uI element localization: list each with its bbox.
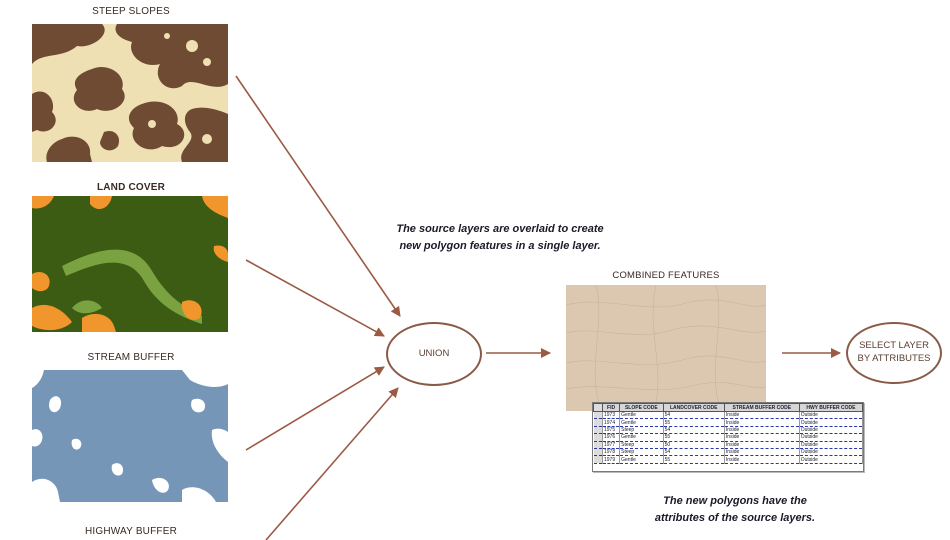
table-cell: Steep bbox=[619, 426, 664, 435]
table-cell: 1974 bbox=[602, 418, 621, 427]
table-cell: 50 bbox=[663, 441, 725, 449]
select-label-line-2: BY ATTRIBUTES bbox=[857, 353, 931, 364]
layer-label-highway-buffer: HIGHWAY BUFFER bbox=[84, 526, 178, 537]
stream-buffer-map bbox=[32, 370, 228, 502]
table-cell: Gentle bbox=[619, 433, 664, 442]
row-selector[interactable] bbox=[593, 441, 603, 449]
column-header-stream-buffer-code[interactable]: STREAM BUFFER CODE bbox=[723, 403, 800, 412]
table-cell: 1978 bbox=[602, 448, 621, 457]
table-cell: 1975 bbox=[602, 426, 621, 435]
table-cell: Inside bbox=[724, 426, 800, 435]
table-cell: Inside bbox=[724, 418, 800, 427]
table-cell: Outside bbox=[799, 433, 864, 442]
attributes-caption-line-1: The new polygons have the bbox=[663, 495, 807, 507]
table-cell: 54 bbox=[663, 411, 725, 420]
table-cell: 54 bbox=[663, 426, 725, 435]
table-corner-cell bbox=[593, 403, 603, 412]
combined-features-map bbox=[566, 285, 766, 411]
overlay-caption-line-2: new polygon features in a single layer. bbox=[399, 239, 601, 252]
arrow-stream-buffer-to-union bbox=[245, 366, 385, 451]
table-cell: Steep bbox=[619, 441, 664, 449]
layer-label-stream-buffer: STREAM BUFFER bbox=[87, 352, 175, 363]
table-cell: 54 bbox=[663, 448, 725, 457]
union-node: UNION bbox=[386, 322, 482, 386]
table-cell: Inside bbox=[724, 441, 800, 449]
attribute-table: FID SLOPE CODE LANDCOVER CODE STREAM BUF… bbox=[592, 402, 864, 472]
steep-slopes-map bbox=[32, 24, 228, 162]
table-cell: 55 bbox=[663, 433, 725, 442]
select-layer-by-attributes-node: SELECT LAYER BY ATTRIBUTES bbox=[846, 322, 942, 384]
table-cell: 1976 bbox=[602, 433, 621, 442]
land-cover-map bbox=[32, 196, 228, 332]
arrow-steep-slopes-to-union bbox=[235, 75, 401, 317]
table-cell: Gentle bbox=[619, 455, 664, 464]
row-selector[interactable] bbox=[593, 448, 603, 457]
table-cell: Inside bbox=[724, 448, 800, 457]
combined-features-label: COMBINED FEATURES bbox=[612, 270, 720, 281]
overlay-caption: The source layers are overlaid to create… bbox=[355, 221, 645, 254]
table-cell: 1979 bbox=[602, 455, 621, 464]
table-cell: Inside bbox=[724, 411, 800, 420]
row-selector[interactable] bbox=[593, 411, 603, 420]
row-selector[interactable] bbox=[593, 426, 603, 435]
column-header-hwy-buffer-code[interactable]: HWY BUFFER CODE bbox=[798, 403, 864, 412]
layer-label-land-cover: LAND COVER bbox=[96, 182, 166, 193]
union-label: UNION bbox=[418, 347, 450, 359]
table-cell: Steep bbox=[619, 448, 664, 457]
table-cell: Gentle bbox=[619, 411, 664, 420]
row-selector[interactable] bbox=[593, 433, 603, 442]
table-cell: Outside bbox=[799, 448, 864, 457]
arrow-land-cover-to-union bbox=[245, 259, 385, 337]
table-cell: Outside bbox=[799, 411, 864, 420]
overlay-caption-line-1: The source layers are overlaid to create bbox=[396, 223, 604, 235]
table-cell: 1977 bbox=[602, 441, 621, 449]
layer-label-steep-slopes: STEEP SLOPES bbox=[92, 6, 170, 17]
attributes-caption-line-2: attributes of the source layers. bbox=[654, 511, 816, 524]
table-cell: 1973 bbox=[602, 411, 621, 420]
table-header-row: FID SLOPE CODE LANDCOVER CODE STREAM BUF… bbox=[593, 403, 864, 412]
table-cell: Gentle bbox=[619, 418, 664, 427]
select-label-line-1: SELECT LAYER bbox=[859, 340, 929, 352]
column-header-slope-code[interactable]: SLOPE CODE bbox=[619, 403, 664, 412]
column-header-landcover-code[interactable]: LANDCOVER CODE bbox=[662, 403, 725, 412]
table-cell: Outside bbox=[799, 441, 864, 449]
table-cell: 55 bbox=[663, 455, 725, 464]
table-cell: Inside bbox=[724, 433, 800, 442]
column-header-fid[interactable]: FID bbox=[601, 403, 621, 412]
attributes-caption: The new polygons have the attributes of … bbox=[590, 493, 880, 526]
table-cell: Outside bbox=[799, 455, 864, 464]
arrow-highway-buffer-to-union bbox=[265, 387, 399, 540]
table-cell: 55 bbox=[663, 418, 725, 427]
table-cell: Inside bbox=[724, 455, 800, 464]
row-selector[interactable] bbox=[593, 455, 603, 464]
row-selector[interactable] bbox=[593, 418, 603, 427]
table-cell: Outside bbox=[799, 426, 864, 435]
table-cell: Outside bbox=[799, 418, 864, 427]
